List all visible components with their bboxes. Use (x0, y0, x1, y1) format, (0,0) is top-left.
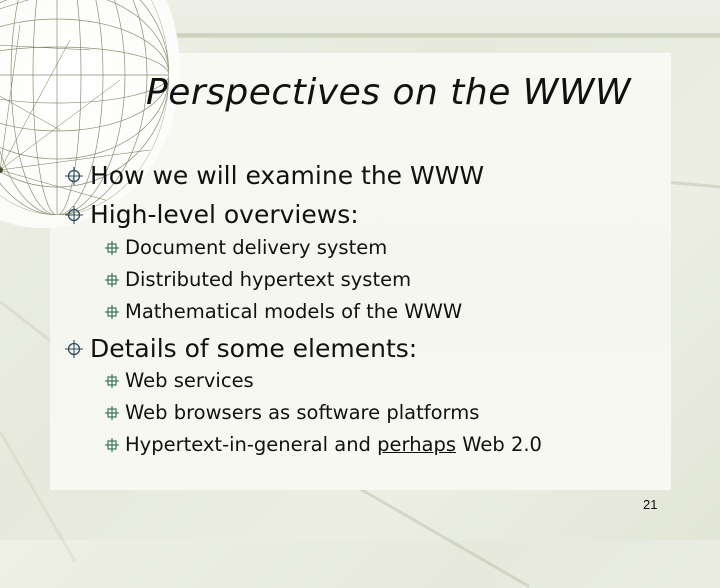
bullet-text: Document delivery system (125, 236, 388, 259)
top-divider-line (40, 33, 720, 38)
bullet-text: Web browsers as software platforms (125, 401, 480, 424)
crosshair-bullet-icon (65, 205, 83, 224)
crosshair-bullet-icon (65, 339, 83, 358)
square-cross-bullet-icon (105, 240, 119, 255)
bullet-text: Web services (125, 369, 254, 392)
slide-title: Perspectives on the WWW (146, 72, 632, 113)
bullet-item: Details of some elements: (64, 334, 417, 363)
bullet-text: Mathematical models of the WWW (125, 300, 463, 323)
square-cross-bullet-icon (105, 272, 119, 287)
bullet-text: Details of some elements: (90, 334, 418, 363)
underlined-word: perhaps (377, 433, 457, 456)
bullet-text: High-level overviews: (90, 200, 359, 229)
wireframe-globe-icon (0, 0, 169, 215)
square-cross-bullet-icon (105, 373, 119, 388)
bullet-item: Web browsers as software platforms (105, 401, 479, 424)
bullet-text: Distributed hypertext system (125, 268, 412, 291)
bullet-item: How we will examine the WWW (64, 161, 484, 190)
square-cross-bullet-icon (105, 405, 119, 420)
bullet-text-part: Web 2.0 (456, 433, 542, 456)
bullet-item: Hypertext-in-general and perhaps Web 2.0 (105, 433, 542, 456)
bullet-text: Hypertext-in-general and perhaps Web 2.0 (125, 433, 542, 456)
square-cross-bullet-icon (105, 437, 119, 452)
crosshair-bullet-icon (65, 166, 83, 185)
bullet-item: High-level overviews: (64, 200, 359, 229)
bullet-text: How we will examine the WWW (90, 161, 485, 190)
bullet-item: Web services (105, 369, 254, 392)
bullet-item: Distributed hypertext system (105, 268, 411, 291)
bullet-text-part: Hypertext-in-general and (125, 433, 378, 456)
bullet-item: Mathematical models of the WWW (105, 300, 462, 323)
square-cross-bullet-icon (105, 304, 119, 319)
page-number: 21 (643, 497, 658, 512)
bullet-item: Document delivery system (105, 236, 387, 259)
